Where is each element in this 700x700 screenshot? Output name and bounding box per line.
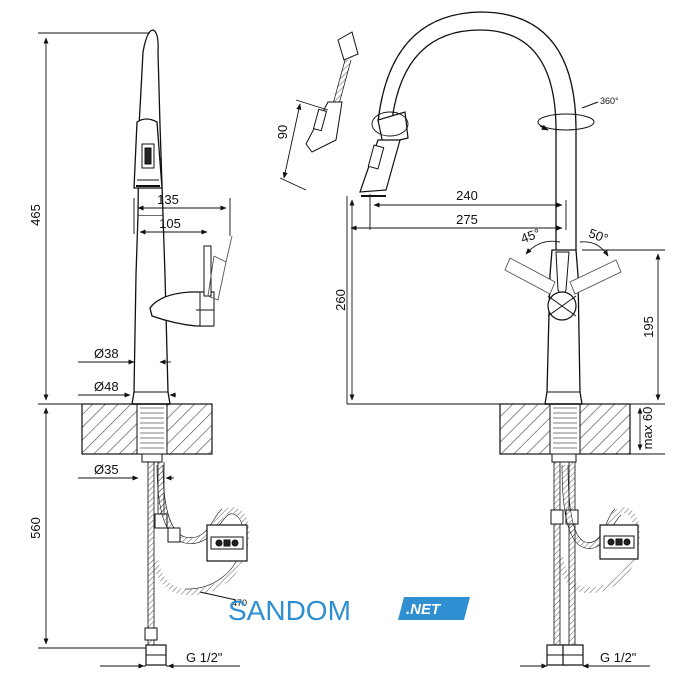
label-thread-right: G 1/2" bbox=[600, 650, 637, 665]
left-dimension-lines bbox=[38, 32, 240, 669]
watermark-suffix: .NET bbox=[406, 601, 442, 618]
threaded-shank-left bbox=[136, 403, 168, 455]
right-front-view bbox=[305, 11, 640, 666]
rotation-ellipse bbox=[537, 113, 595, 131]
label-thread-left: G 1/2" bbox=[186, 650, 223, 665]
pulled-spray-right bbox=[359, 139, 401, 193]
label-135: 135 bbox=[157, 192, 179, 207]
pullout-hose-detail bbox=[305, 31, 359, 153]
arc-spout-right bbox=[391, 29, 557, 250]
label-560: 560 bbox=[28, 517, 43, 539]
right-dimension-lines bbox=[279, 99, 665, 669]
label-105: 105 bbox=[159, 216, 181, 231]
label-dia-38: Ø38 bbox=[94, 346, 119, 361]
watermark-brand: SANDOM bbox=[228, 595, 351, 626]
label-max-60: max 60 bbox=[640, 407, 655, 450]
label-45: 45° bbox=[519, 225, 543, 246]
label-dia-48: Ø48 bbox=[94, 379, 119, 394]
label-dia-35: Ø35 bbox=[94, 462, 119, 477]
pullout-hose-loop-right bbox=[557, 464, 640, 594]
label-465: 465 bbox=[28, 204, 43, 226]
spray-head-right bbox=[377, 111, 409, 145]
label-90: 90 bbox=[275, 125, 290, 139]
watermark-badge bbox=[398, 597, 470, 620]
label-275: 275 bbox=[456, 212, 478, 227]
left-side-view bbox=[81, 29, 250, 666]
dimension-labels: 465 560 135 105 Ø38 Ø48 Ø35 470 G 1/2" 9… bbox=[28, 96, 656, 665]
label-360: 360° bbox=[600, 96, 619, 106]
label-195: 195 bbox=[641, 316, 656, 338]
label-470: 470 bbox=[232, 598, 247, 608]
label-50: 50° bbox=[587, 225, 611, 246]
threaded-shank-right bbox=[549, 403, 581, 455]
label-260: 260 bbox=[333, 289, 348, 311]
label-240: 240 bbox=[456, 188, 478, 203]
sandom-watermark: SANDOM .NET bbox=[228, 595, 470, 626]
